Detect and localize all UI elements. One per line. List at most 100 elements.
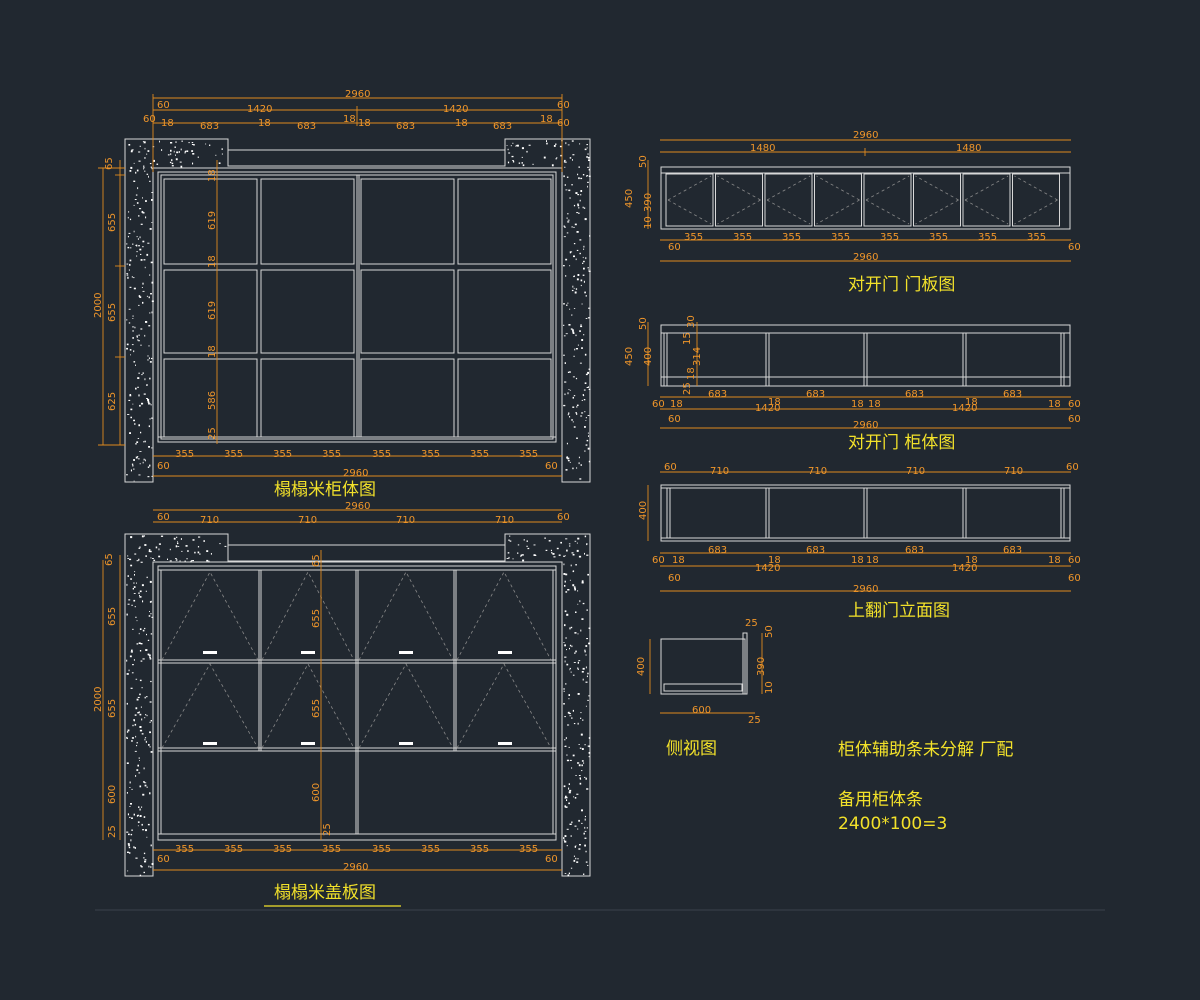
svg-text:355: 355 [322, 449, 341, 460]
svg-text:60: 60 [1068, 399, 1081, 410]
side-base [663, 683, 743, 692]
dim-1480-b: 1480 [956, 143, 981, 154]
dim-400-fd: 400 [638, 501, 649, 520]
dim-60-dpr: 60 [1068, 242, 1081, 253]
dim-60-cbl: 60 [157, 854, 170, 865]
svg-text:710: 710 [710, 466, 729, 477]
svg-text:355: 355 [519, 844, 538, 855]
dim-390-dp: 390 [643, 193, 654, 212]
cover-wall-outline [124, 533, 591, 877]
stipple-cl-top [127, 535, 227, 563]
panel-outer [660, 166, 1071, 230]
stipple-cr-top [506, 535, 589, 562]
svg-text:683: 683 [806, 545, 825, 556]
dim-60-right: 60 [557, 100, 570, 111]
dim-18-b: 18 [258, 118, 271, 129]
dim-65: 65 [104, 157, 115, 170]
dim-586: 586 [207, 391, 218, 410]
ddb-outer [660, 324, 1071, 387]
fd-outer [660, 484, 1071, 542]
dim-683-c: 683 [396, 121, 415, 132]
dim-619-a: 619 [207, 211, 218, 230]
dim-2000-c: 2000 [93, 687, 104, 712]
cabinet-frame [157, 171, 557, 443]
top-dims [152, 94, 563, 172]
dim-400-sv: 400 [636, 657, 647, 676]
tatami-cover-view: 2960 60 710 710 710 710 60 [93, 501, 591, 907]
dim-15-db: 15 [682, 332, 693, 345]
svg-text:355: 355 [175, 844, 194, 855]
svg-text:18: 18 [965, 555, 978, 566]
dim-25-ci: 25 [322, 823, 333, 836]
dim-18-v2: 18 [207, 345, 218, 358]
dim-10-sv: 10 [764, 681, 775, 694]
dim-60-cbr: 60 [545, 854, 558, 865]
svg-text:710: 710 [808, 466, 827, 477]
svg-text:60: 60 [652, 555, 665, 566]
svg-text:355: 355 [733, 232, 752, 243]
left-dims [98, 160, 125, 446]
dim-65-ci: 65 [311, 554, 322, 567]
dim-710-c4: 710 [495, 515, 514, 526]
dim-2960-ddb: 2960 [853, 420, 878, 431]
svg-text:355: 355 [782, 232, 801, 243]
svg-text:1420: 1420 [952, 403, 977, 414]
dim-18-f: 18 [540, 114, 553, 125]
svg-text:60: 60 [1068, 414, 1081, 425]
dim-1420-left: 1420 [247, 104, 272, 115]
svg-text:710: 710 [1004, 466, 1023, 477]
dim-65-c: 65 [104, 553, 115, 566]
side-outer [660, 638, 746, 695]
svg-text:683: 683 [708, 389, 727, 400]
svg-text:355: 355 [880, 232, 899, 243]
dim-60-c1: 60 [157, 512, 170, 523]
stipple-right-top [506, 140, 591, 167]
stipple-cr [563, 563, 591, 877]
door-panel-cells [665, 173, 1060, 227]
svg-text:60: 60 [1068, 555, 1081, 566]
dim-60-bl: 60 [157, 461, 170, 472]
dim-625: 625 [107, 392, 118, 411]
svg-text:18: 18 [1048, 399, 1061, 410]
cover-frame [157, 565, 557, 841]
cover-top-beam [227, 544, 506, 562]
dim-2960-dp: 2960 [853, 130, 878, 141]
title-tatami-cover: 榻榻米盖板图 [274, 883, 376, 903]
dim-619-b: 619 [207, 301, 218, 320]
dim-600-sv: 600 [692, 705, 711, 716]
svg-text:683: 683 [1003, 545, 1022, 556]
svg-text:60: 60 [652, 399, 665, 410]
svg-text:18: 18 [866, 555, 879, 566]
svg-text:1420: 1420 [755, 403, 780, 414]
svg-text:355: 355 [1027, 232, 1046, 243]
title-tatami-body: 榻榻米柜体图 [274, 480, 376, 500]
dim-600-c: 600 [107, 785, 118, 804]
svg-text:60: 60 [668, 414, 681, 425]
dim-655-c2: 655 [107, 699, 118, 718]
svg-text:18: 18 [1048, 555, 1061, 566]
dim-710-c1: 710 [200, 515, 219, 526]
dim-18-d: 18 [358, 118, 371, 129]
svg-text:60: 60 [1066, 462, 1079, 473]
side-view: 400 25 50 390 10 600 25 侧视图 [636, 618, 775, 759]
svg-text:18: 18 [670, 399, 683, 410]
dim-1480-a: 1480 [750, 143, 775, 154]
svg-text:355: 355 [421, 844, 440, 855]
dim-50-sv: 50 [764, 625, 775, 638]
svg-text:355: 355 [421, 449, 440, 460]
svg-text:355: 355 [372, 844, 391, 855]
svg-text:683: 683 [905, 389, 924, 400]
dim-60-r2: 60 [557, 118, 570, 129]
dim-655-a: 655 [107, 213, 118, 232]
note-spare-label: 备用柜体条 [838, 790, 923, 810]
svg-text:18: 18 [768, 555, 781, 566]
stipple-cl [126, 561, 154, 877]
dim-30-db: 30 [686, 315, 697, 328]
title-side-view: 侧视图 [666, 739, 717, 759]
